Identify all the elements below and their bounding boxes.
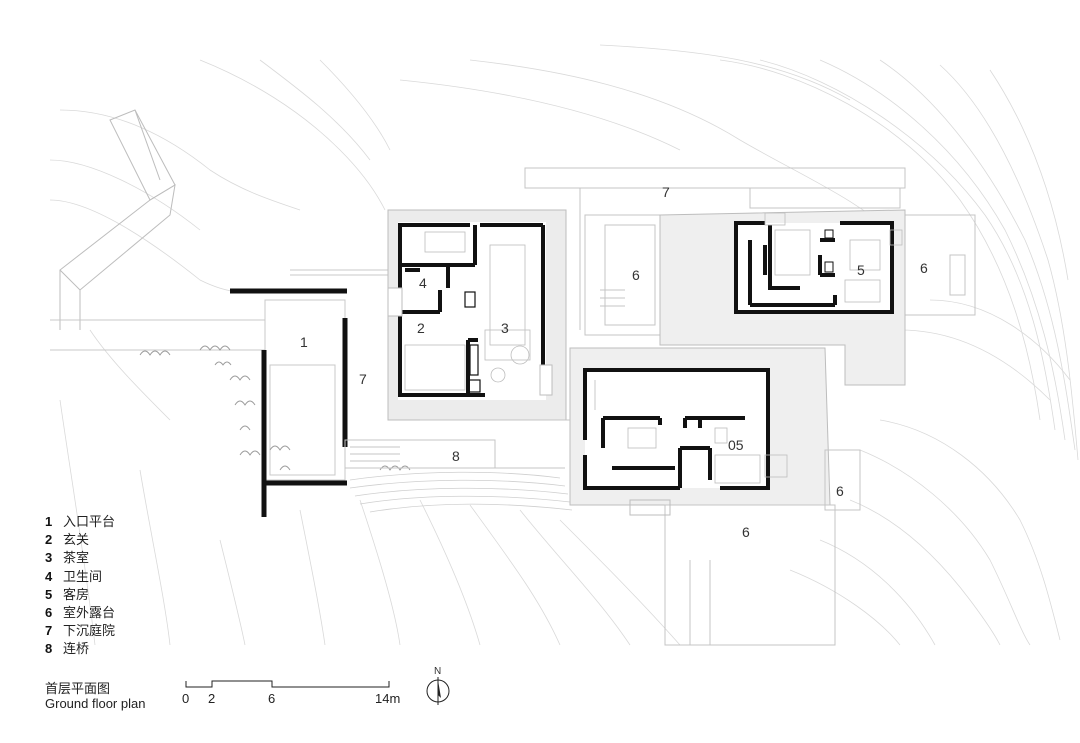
label-terrace-6b: 6 xyxy=(920,260,928,276)
label-room-5: 5 xyxy=(857,262,865,278)
legend-item: 5 客房 xyxy=(45,586,115,604)
legend-text: 玄关 xyxy=(63,532,90,548)
legend-num: 7 xyxy=(45,623,53,639)
legend-text: 连桥 xyxy=(63,641,90,657)
label-bridge-8: 8 xyxy=(452,448,460,464)
legend-item: 4 卫生间 xyxy=(45,568,115,586)
legend-num: 2 xyxy=(45,532,53,548)
north-arrow-icon: N xyxy=(426,666,450,705)
room-05 xyxy=(583,368,788,490)
scale-label-0: 0 xyxy=(182,691,189,706)
label-terrace-6c: 6 xyxy=(836,483,844,499)
scale-bar xyxy=(185,680,390,688)
legend-item: 8 连桥 xyxy=(45,640,115,658)
drawing-title-zh: 首层平面图 xyxy=(45,681,111,696)
label-terrace-6a: 6 xyxy=(632,267,640,283)
scale-labels: 0 2 6 14m xyxy=(182,691,400,706)
drawing-title: 首层平面图 Ground floor plan xyxy=(45,681,145,711)
legend-num: 8 xyxy=(45,641,53,657)
legend-item: 7 下沉庭院 xyxy=(45,622,115,640)
north-label: N xyxy=(434,666,441,677)
drawing-title-en: Ground floor plan xyxy=(45,696,146,711)
legend: 1 入口平台 2 玄关 3 茶室 4 卫生间 5 客房 6 室外露台 7 下沉庭院 8 连桥 xyxy=(45,513,115,659)
legend-num: 3 xyxy=(45,550,53,566)
scale-label-14m: 14m xyxy=(375,691,400,706)
label-room-4: 4 xyxy=(419,275,427,291)
legend-num: 1 xyxy=(45,514,53,529)
legend-num: 6 xyxy=(45,605,53,621)
label-room-2: 2 xyxy=(417,320,425,336)
contour-lines xyxy=(49,44,1079,646)
terrace-lines xyxy=(349,471,573,513)
tea-house xyxy=(387,209,567,421)
label-room-05: 05 xyxy=(728,437,744,453)
scale-label-6: 6 xyxy=(268,691,275,706)
legend-item: 6 室外露台 xyxy=(45,604,115,622)
vegetation xyxy=(139,345,411,471)
label-room-3: 3 xyxy=(501,320,509,336)
legend-item: 3 茶室 xyxy=(45,549,115,567)
entrance-strip xyxy=(50,269,390,481)
legend-num: 4 xyxy=(45,568,53,584)
legend-num: 5 xyxy=(45,586,53,602)
entrance-walls xyxy=(230,288,348,517)
legend-text: 卫生间 xyxy=(63,568,103,584)
legend-text: 茶室 xyxy=(63,550,90,566)
legend-text: 下沉庭院 xyxy=(63,623,116,639)
room-5 xyxy=(734,212,903,314)
label-courtyard-7b: 7 xyxy=(359,371,367,387)
legend-item: 2 玄关 xyxy=(45,531,115,549)
label-terrace-6d: 6 xyxy=(742,524,750,540)
room-labels: 1 2 3 4 5 6 6 6 6 7 7 8 05 xyxy=(300,184,928,540)
bridge xyxy=(344,419,570,469)
label-courtyard-7a: 7 xyxy=(662,184,670,200)
legend-text: 客房 xyxy=(63,586,90,602)
legend-text: 入口平台 xyxy=(63,514,116,529)
legend-text: 室外露台 xyxy=(63,605,116,621)
label-room-1: 1 xyxy=(300,334,308,350)
scale-label-2: 2 xyxy=(208,691,215,706)
legend-item: 1 入口平台 xyxy=(45,513,115,531)
left-path xyxy=(59,109,176,330)
